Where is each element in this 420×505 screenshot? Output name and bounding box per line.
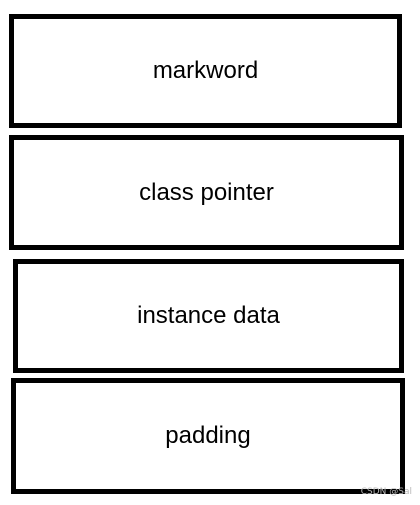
markword-block: markword [9, 14, 402, 128]
watermark: CSDN @Sal [360, 487, 412, 497]
instance-data-block: instance data [13, 259, 404, 373]
instance-data-label: instance data [137, 302, 280, 329]
class-pointer-label: class pointer [139, 178, 274, 206]
markword-label: markword [152, 57, 259, 84]
padding-block: padding [11, 378, 405, 494]
class-pointer-block: class pointer [9, 135, 404, 250]
padding-label: padding [165, 422, 251, 449]
